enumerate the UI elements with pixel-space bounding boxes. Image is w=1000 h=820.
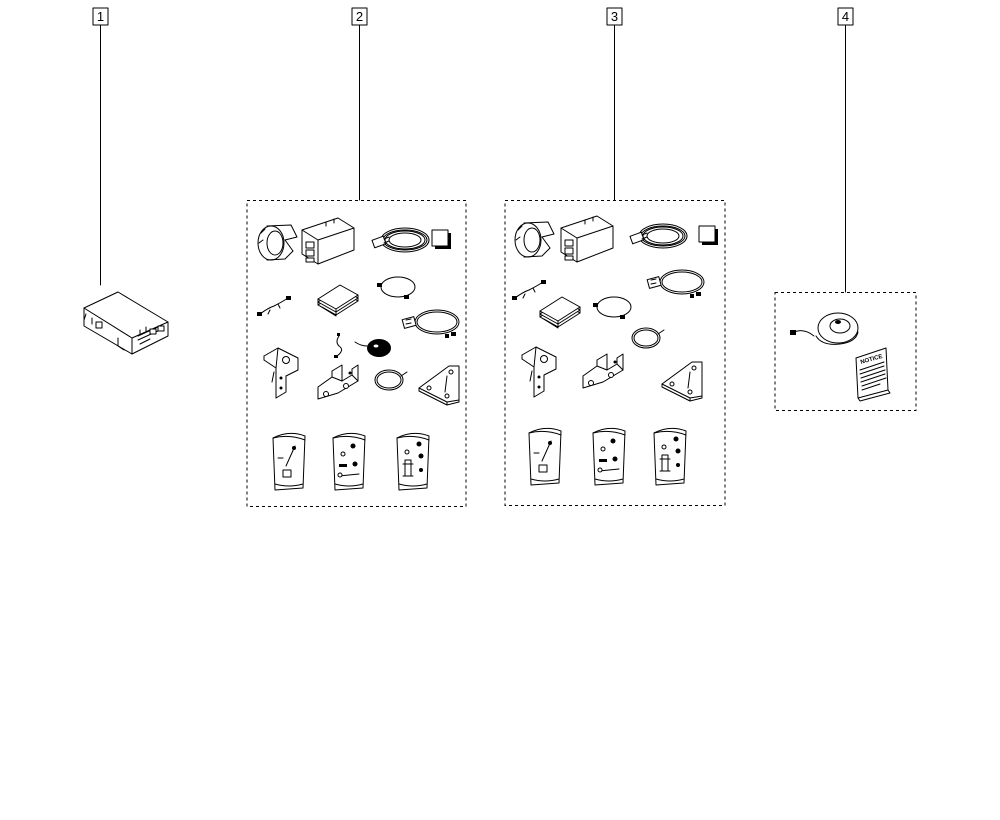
siren-icon xyxy=(790,312,859,345)
document-pad-icon xyxy=(317,284,359,317)
connector-block-icon xyxy=(560,215,614,263)
callout-4: 4 xyxy=(837,7,854,293)
hardware-bag-icon xyxy=(528,427,562,486)
coiled-wiring-harness-icon xyxy=(629,223,688,249)
sticker-icon xyxy=(698,225,719,246)
clamp-ring-icon xyxy=(257,224,298,261)
hardware-bag-icon xyxy=(396,432,430,491)
callout-1: 1 xyxy=(92,7,109,286)
control-unit-icon xyxy=(83,291,169,355)
hardware-bag-icon xyxy=(592,427,626,486)
u-bracket-icon xyxy=(317,364,359,400)
callout-1-label: 1 xyxy=(97,9,104,24)
wire-ring-icon xyxy=(374,369,408,391)
callout-3-label: 3 xyxy=(611,9,618,24)
l-bracket-icon xyxy=(263,347,299,399)
sensor-wire-icon xyxy=(333,332,343,359)
small-cable-icon xyxy=(511,279,547,301)
round-sensor-icon xyxy=(354,338,392,358)
callout-2: 2 xyxy=(351,7,368,201)
notice-booklet-icon: NOTICE xyxy=(855,347,891,402)
hardware-bag-icon xyxy=(653,427,687,486)
small-cable-icon xyxy=(256,295,292,317)
callout-2-label: 2 xyxy=(356,9,363,24)
cable-loop-icon xyxy=(376,276,416,300)
harness-with-connector-icon xyxy=(401,309,460,339)
kit-3-frame xyxy=(504,200,726,506)
callout-4-label: 4 xyxy=(842,9,849,24)
l-bracket-icon xyxy=(521,346,557,398)
kit-2-parts xyxy=(256,217,460,491)
clamp-ring-icon xyxy=(514,221,555,258)
hardware-bag-icon xyxy=(332,432,366,491)
kit-2-frame xyxy=(246,200,467,507)
callout-3: 3 xyxy=(606,7,623,201)
triangular-plate-icon xyxy=(661,361,703,402)
hardware-bag-icon xyxy=(272,432,306,491)
connector-block-icon xyxy=(301,217,355,265)
wire-ring-icon xyxy=(631,327,665,349)
sticker-icon xyxy=(431,229,452,250)
u-bracket-icon xyxy=(582,353,624,389)
triangular-plate-icon xyxy=(418,365,460,406)
kit-4-frame xyxy=(774,292,917,411)
harness-with-connector-icon xyxy=(646,269,705,299)
coiled-wiring-harness-icon xyxy=(371,227,430,253)
cable-loop-icon xyxy=(592,296,632,320)
kit-3-parts xyxy=(511,215,719,486)
document-pad-icon xyxy=(539,296,581,329)
